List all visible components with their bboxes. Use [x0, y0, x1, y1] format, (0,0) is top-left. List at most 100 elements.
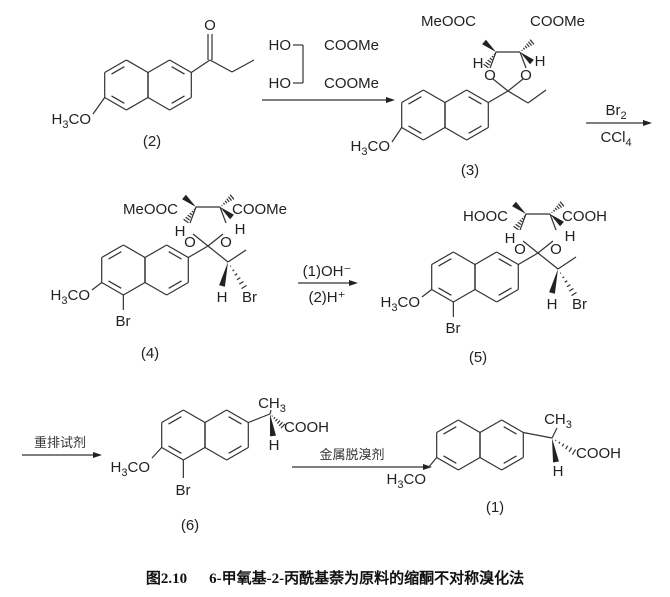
hashed-bond: [556, 205, 560, 210]
aromatic-inner-bond: [443, 426, 457, 435]
ring-bond: [169, 96, 192, 111]
hashed-bond: [229, 194, 235, 200]
aromatic-inner-bond: [468, 96, 482, 105]
carboxylic-acid-label: COOH: [576, 445, 621, 462]
hashed-bond: [229, 265, 232, 267]
compound-number: (2): [143, 133, 161, 150]
side-chain-hydrogen-label: H: [217, 289, 228, 306]
methoxy-label: H3CO: [381, 294, 420, 314]
compound-number: (5): [469, 349, 487, 366]
aromatic-inner-bond: [108, 251, 122, 260]
compound-number: (6): [181, 517, 199, 534]
aromatic-inner-bond: [503, 426, 517, 435]
ring-bromine-label: Br: [176, 482, 191, 499]
hashed-bond: [271, 415, 273, 417]
bond: [207, 233, 224, 247]
ring-oxygen-label: O: [484, 67, 496, 84]
compound-number: (3): [461, 162, 479, 179]
hashed-bond: [524, 45, 528, 49]
ring-bond: [436, 456, 459, 471]
aromatic-inner-bond: [228, 445, 242, 454]
ring-bond: [101, 281, 124, 296]
hashed-bond: [483, 63, 489, 69]
ester-right-label: COOMe: [232, 201, 287, 218]
bond: [421, 289, 433, 298]
hashed-bond: [227, 196, 233, 201]
hydrogen-label: H: [565, 228, 576, 245]
bond: [92, 97, 106, 115]
ester-label: COOMe: [324, 75, 379, 92]
hashed-bond: [487, 59, 492, 63]
ring-bond: [436, 419, 459, 434]
aromatic-inner-bond: [168, 416, 182, 425]
ring-bond: [204, 446, 227, 461]
bond: [391, 127, 403, 143]
compound-1-naproxen: CH3 COOH H H3CO (1): [387, 411, 621, 516]
ring-oxygen-label: O: [550, 241, 562, 258]
hashed-bond: [529, 39, 535, 45]
ring-bond: [104, 59, 127, 74]
ring-bond: [501, 456, 524, 471]
bond: [487, 90, 509, 104]
bond: [489, 51, 497, 69]
hashed-bond: [278, 421, 283, 427]
compound-5: HOOC COOH H H O O H Br H3CO Br (5): [381, 208, 607, 366]
aromatic-inner-bond: [108, 280, 122, 289]
compound-3: MeOOC COOMe H H O O H3CO (3): [351, 13, 585, 179]
hashed-bond: [222, 202, 226, 205]
acid-right-label: COOH: [562, 208, 607, 225]
hashed-bond: [564, 280, 568, 283]
hashed-bond: [232, 269, 235, 272]
hydrogen-label: H: [535, 53, 546, 70]
ring-bond: [204, 409, 227, 424]
compound-2: H3CO O (2): [52, 17, 216, 150]
bond: [187, 245, 209, 259]
bond: [517, 252, 539, 266]
wedge-bond: [182, 194, 196, 207]
hydrogen-label: H: [269, 437, 280, 454]
hashed-bond: [571, 291, 577, 297]
bond: [227, 249, 247, 263]
hashed-bond: [522, 47, 526, 50]
wedge-bond: [550, 214, 564, 227]
aromatic-inner-bond: [171, 95, 185, 104]
arrow-head: [93, 452, 102, 458]
carbonyl-oxygen-label: O: [204, 17, 216, 34]
ring-oxygen-label: O: [520, 67, 532, 84]
hashed-bond: [491, 55, 494, 58]
ring-bond: [431, 251, 454, 266]
aromatic-inner-bond: [468, 125, 482, 134]
hashed-bond: [191, 210, 194, 213]
hashed-bond: [221, 204, 223, 207]
hashed-bond: [526, 43, 530, 48]
wedge-bond: [520, 52, 534, 65]
compound-4: MeOOC COOMe H H O O H Br H3CO Br (4): [51, 201, 287, 362]
hashed-bond: [568, 287, 574, 292]
aromatic-inner-bond: [111, 66, 125, 75]
bond: [549, 213, 557, 231]
hashed-bond: [558, 441, 561, 444]
carboxylic-acid-label: COOH: [284, 419, 329, 436]
hydrogen-label: H: [505, 230, 516, 247]
bond: [519, 213, 527, 231]
hashed-bond: [561, 443, 565, 447]
hydrogen-label: H: [473, 55, 484, 72]
side-chain-bromine-label: Br: [572, 296, 587, 313]
aromatic-inner-bond: [408, 96, 422, 105]
methoxy-label: H3CO: [51, 287, 90, 307]
ester-label: COOMe: [324, 37, 379, 54]
hashed-bond: [552, 209, 556, 212]
ring-oxygen-label: O: [514, 241, 526, 258]
bond: [91, 282, 103, 291]
ring-bond: [479, 419, 502, 434]
ring-bond: [123, 244, 146, 259]
ring-bond: [126, 96, 149, 111]
hashed-bond: [280, 423, 286, 429]
methyl-label: CH3: [544, 411, 572, 431]
ring-bond: [496, 288, 519, 303]
aromatic-inner-bond: [498, 287, 512, 296]
compound-6: CH3 COOH H H3CO Br (6): [111, 395, 329, 534]
hashed-bond: [566, 284, 571, 288]
ring-bond: [166, 281, 189, 296]
